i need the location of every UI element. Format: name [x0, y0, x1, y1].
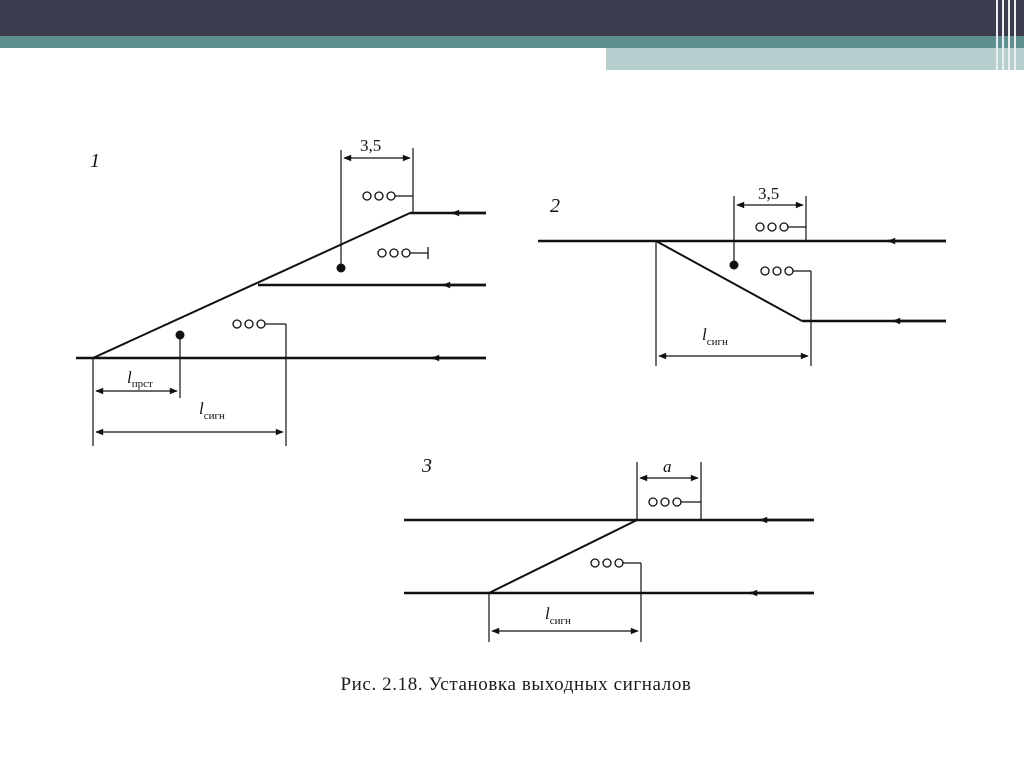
fig1-dim-top-label: 3,5 — [360, 136, 381, 155]
fig3-dim-sign-label: lсигн — [545, 604, 571, 627]
figure-2-number: 2 — [550, 195, 560, 217]
fig1-dim-sign-label: lсигн — [199, 399, 225, 422]
header-dark-band — [0, 0, 1024, 36]
header-light-band — [606, 48, 1024, 70]
fig3-signal-head-bottom — [590, 558, 641, 568]
header-stripes — [992, 0, 1024, 70]
fig1-dim-prst-label: lпрст — [127, 368, 153, 390]
fig3-dim-top-label: a — [663, 457, 672, 476]
fig2-dim-sign-label: lсигн — [702, 325, 728, 348]
fig2-signal-head-bottom — [760, 266, 811, 276]
fig1-signal-head-middle — [377, 247, 429, 259]
header-teal-band — [0, 36, 1024, 48]
fig2-diagonal — [655, 240, 803, 322]
figure-3: 3 a lсигн — [404, 455, 814, 642]
fig1-signal-head-top — [362, 191, 413, 201]
fig1-signal-head-lower — [232, 319, 286, 329]
figure-caption: Рис. 2.18. Установка выходных сигналов — [340, 674, 692, 695]
fig1-diagonal — [92, 212, 411, 359]
fig3-signal-head-top — [648, 497, 701, 507]
figure-2: 2 3,5 lсигн — [538, 184, 946, 366]
figure-1-number: 1 — [90, 150, 100, 172]
figure-1: 1 3,5 — [76, 136, 486, 446]
fig1-signal-dot-upper — [336, 263, 346, 273]
fig1-signal-dot-lower — [175, 330, 185, 340]
fig2-signal-dot — [729, 260, 739, 270]
fig3-diagonal — [488, 519, 638, 594]
fig2-signal-head-top — [755, 222, 806, 232]
fig2-dim-top-label: 3,5 — [758, 184, 779, 203]
figure-3-number: 3 — [421, 455, 432, 477]
